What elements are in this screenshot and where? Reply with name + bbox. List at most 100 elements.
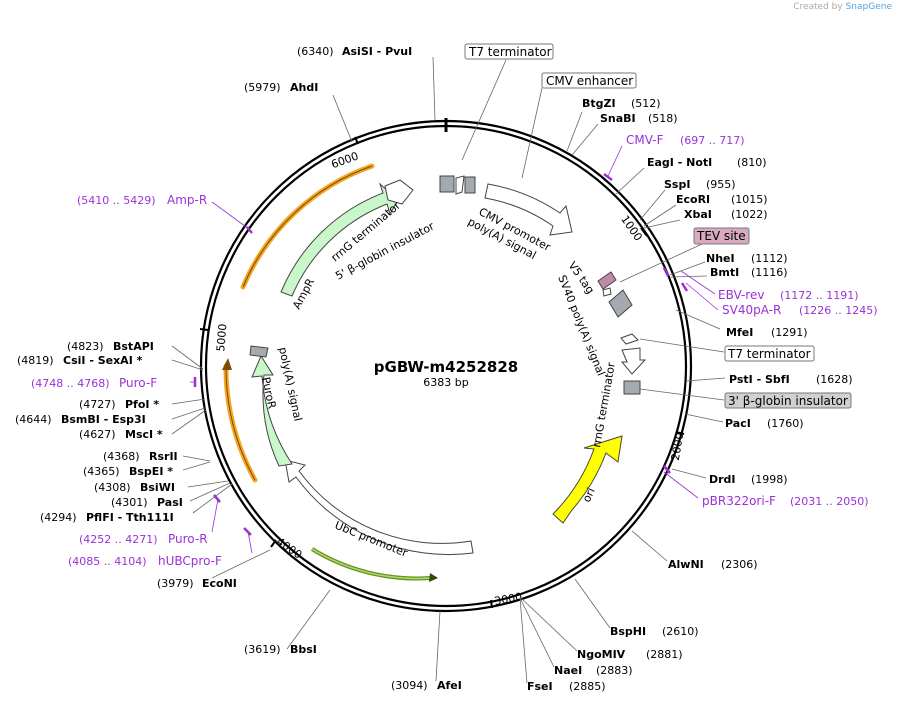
sv40-polya-box	[608, 289, 633, 318]
site-bstapi-num: (4823)	[67, 340, 104, 353]
tev-site-label: TEV site	[696, 229, 746, 243]
site-drdi-num: (1998)	[751, 473, 788, 486]
tick-5000-mark	[199, 328, 209, 331]
rrng-terminator-right-arrow	[620, 347, 647, 375]
t7-terminator-right-frame	[724, 345, 815, 362]
primer-purof-range: (4748 .. 4768)	[31, 377, 110, 390]
rrng-terminator-top-arrow	[384, 179, 414, 205]
tick-2000-mark	[675, 431, 685, 435]
enzyme-labels: (6340) AsiSI - PvuI (5979) AhdI BtgZI (5…	[15, 45, 853, 693]
primer-ampr-name: Amp-R	[167, 193, 207, 207]
site-afei-name: AfeI	[437, 679, 462, 692]
polya-top-arrow	[455, 175, 465, 195]
site-bsphi-name: BspHI	[610, 625, 646, 638]
site-snabi-num: (518)	[648, 112, 678, 125]
site-bbsi-num: (3619)	[244, 643, 281, 656]
primer-pbr322orif-name: pBR322ori-F	[702, 494, 776, 508]
site-rsrii-num: (4368)	[103, 450, 140, 463]
ori-label: ori	[580, 486, 598, 504]
site-naei-num: (2883)	[596, 664, 633, 677]
cmv-enhancer-label: CMV enhancer	[546, 74, 633, 88]
puror-label: PuroR	[259, 376, 278, 410]
beta-globin-5-box	[439, 175, 455, 193]
cmv-promoter-arrow	[484, 183, 573, 236]
t7-terminator-top-label: T7 terminator	[468, 45, 552, 59]
ubc-promoter-arrow	[284, 459, 474, 556]
primer-purorr-range: (4252 .. 4271)	[79, 533, 158, 546]
created-by-text: Created by	[793, 2, 843, 12]
primer-sv40par-name: SV40pA-R	[722, 303, 781, 317]
ori-arrow	[552, 435, 623, 524]
t7-terminator-top-box	[464, 176, 476, 194]
site-bmti-name: BmtI	[710, 266, 739, 279]
site-pflfi-name: PflFI - Tth111I	[86, 511, 174, 524]
site-ahdi-num: (5979)	[244, 81, 281, 94]
site-pfoi-name: PfoI *	[125, 398, 159, 411]
site-ecori-num: (1015)	[731, 193, 768, 206]
site-xbai-num: (1022)	[731, 208, 768, 221]
primer-cmvf-range: (697 .. 717)	[680, 134, 745, 147]
site-bsiwi-num: (4308)	[94, 481, 131, 494]
puror-orf-arc-line	[225, 365, 256, 481]
primer-ampr-range: (5410 .. 5429)	[77, 194, 156, 207]
primer-marks	[193, 173, 689, 536]
site-btgzi-num: (512)	[631, 97, 661, 110]
site-bsiwi-name: BsiWI	[140, 481, 175, 494]
primer-labels: CMV-F (697 .. 717) EBV-rev (1172 .. 1191…	[31, 133, 878, 568]
primer-ebvrev-range: (1172 .. 1191)	[780, 289, 859, 302]
plasmid-size: 6383 bp	[423, 376, 468, 389]
primer-cmvf-name: CMV-F	[626, 133, 664, 147]
site-bsmbi-num: (4644)	[15, 413, 52, 426]
site-ngomiv-name: NgoMIV	[577, 648, 626, 661]
site-btgzi-name: BtgZI	[582, 97, 616, 110]
cmv-enhancer-frame	[541, 72, 637, 89]
site-ahdi-name: AhdI	[290, 81, 318, 94]
t7-terminator-right-arrow	[620, 333, 639, 345]
tick-5000-label: 5000	[214, 323, 229, 352]
site-fsei-name: FseI	[527, 680, 553, 693]
site-psti-num: (1628)	[816, 373, 853, 386]
tick-1000-mark	[640, 227, 648, 237]
t7-terminator-top-box-label-frame	[464, 43, 554, 60]
ubc-orf-arc-inner	[311, 548, 431, 580]
ampr-orf-arc-line	[242, 165, 373, 288]
site-asisi-num: (6340)	[297, 45, 334, 58]
site-bsmbi-name: BsmBI - Esp3I	[61, 413, 146, 426]
v5-tag-box	[602, 287, 612, 297]
site-sspi-name: SspI	[664, 178, 690, 191]
site-paci-name: PacI	[725, 417, 751, 430]
site-mfei-num: (1291)	[771, 326, 808, 339]
site-bstapi-name: BstAPI	[113, 340, 154, 353]
primer-purof-name: Puro-F	[119, 376, 157, 390]
polya-left-box	[249, 345, 269, 358]
puror-orf-arrowhead	[222, 358, 232, 370]
snapgene-brand: SnapGene	[845, 2, 892, 12]
snapgene-credit: Created by SnapGene	[793, 2, 892, 12]
site-pfoi-num: (4727)	[79, 398, 116, 411]
site-nhei-num: (1112)	[751, 252, 788, 265]
site-pasi-num: (4301)	[111, 496, 148, 509]
primer-leader-lines	[190, 145, 719, 554]
site-mfei-name: MfeI	[726, 326, 753, 339]
puror-orf-arc	[223, 363, 258, 483]
polya-signal-left-label: poly(A) signal	[276, 346, 304, 422]
ubc-orf-arrowhead	[429, 573, 438, 582]
site-msci-name: MscI *	[125, 428, 163, 441]
plasmid-name: pGBW-m4252828	[374, 358, 518, 376]
site-xbai-name: XbaI	[684, 208, 712, 221]
site-bbsi-name: BbsI	[290, 643, 317, 656]
site-drdi-name: DrdI	[709, 473, 736, 486]
site-bspei-name: BspEI *	[129, 465, 173, 478]
site-eagi-num: (810)	[737, 156, 767, 169]
puror-marker-arrow	[251, 354, 293, 467]
site-bsphi-num: (2610)	[662, 625, 699, 638]
site-alwni-name: AlwNI	[668, 558, 704, 571]
site-ngomiv-num: (2881)	[646, 648, 683, 661]
site-ecori-name: EcoRI	[676, 193, 710, 206]
primer-purorr-name: Puro-R	[168, 532, 208, 546]
site-msci-num: (4627)	[79, 428, 116, 441]
site-bmti-num: (1116)	[751, 266, 788, 279]
site-pflfi-num: (4294)	[40, 511, 77, 524]
tick-4000-mark	[270, 539, 277, 548]
